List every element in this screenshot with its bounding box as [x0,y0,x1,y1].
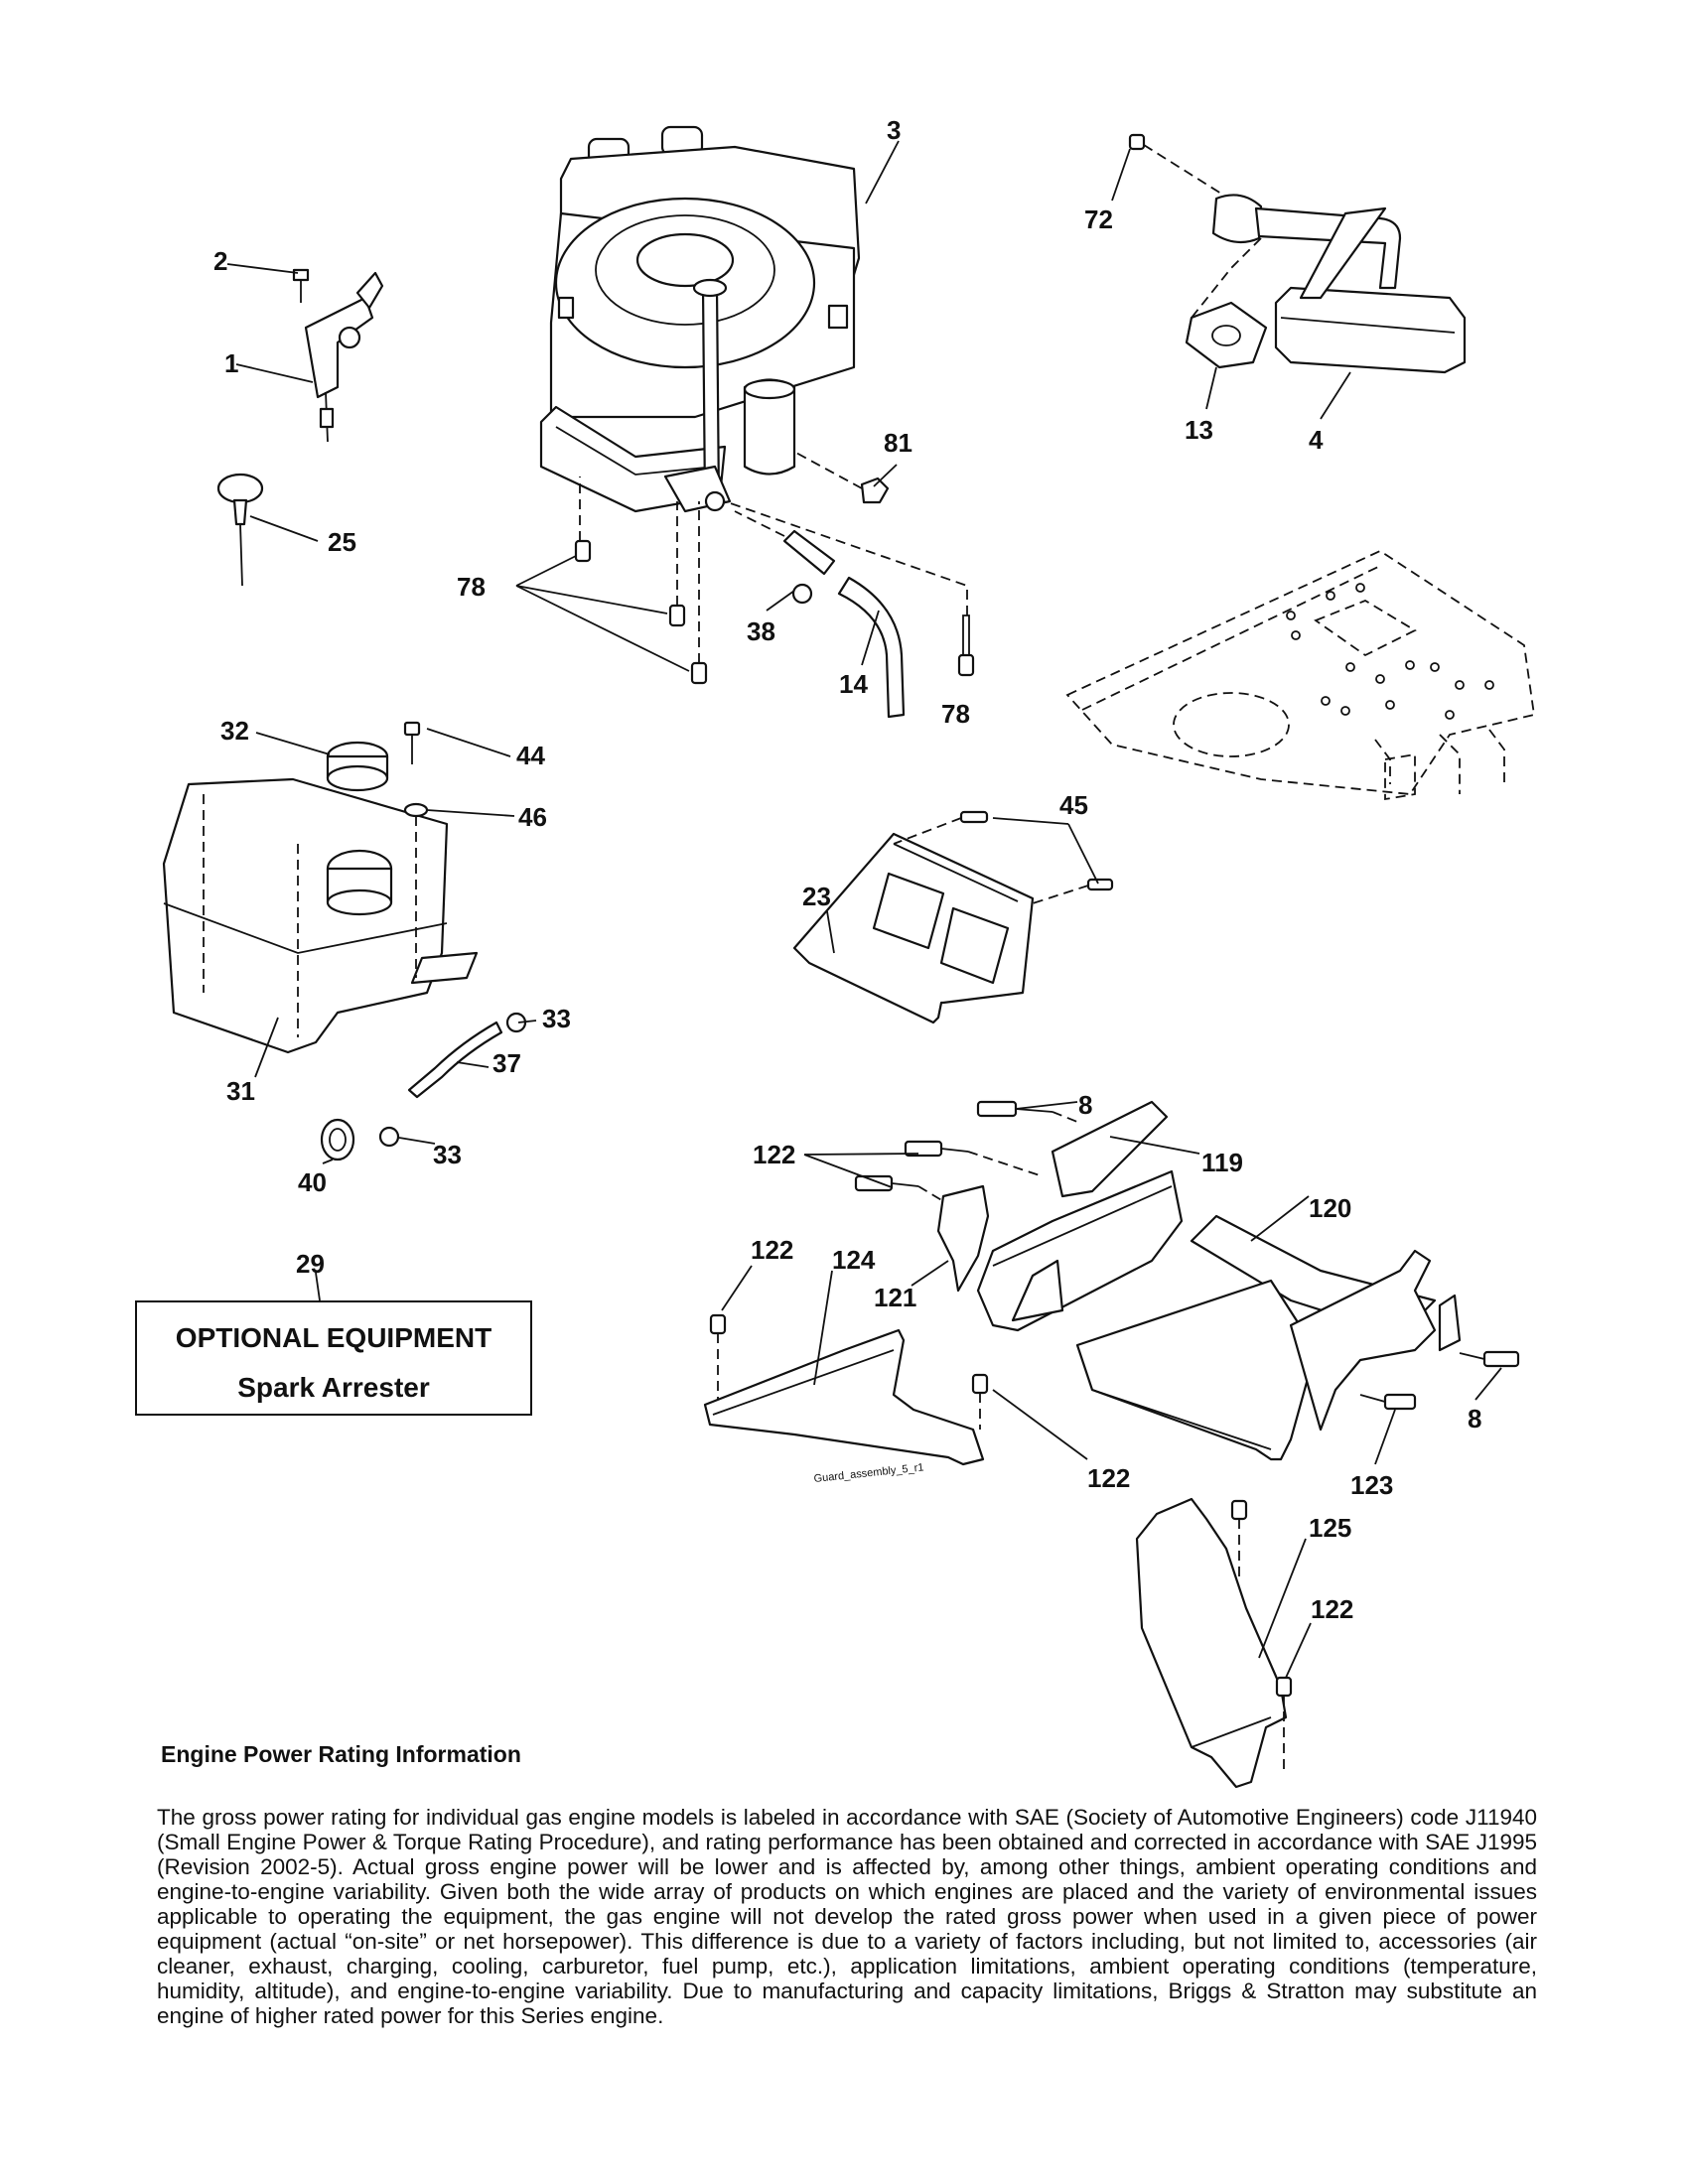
callout-119: 119 [1201,1148,1243,1177]
callout-121: 121 [874,1283,916,1312]
callout-81: 81 [884,428,912,458]
callout-13: 13 [1185,415,1213,445]
callout-23: 23 [802,882,831,911]
fuel-filter-38 [734,510,836,605]
bolts-78 [574,477,975,685]
callout-37: 37 [492,1048,521,1078]
guard-124 [703,1313,989,1466]
choke-control-1 [292,268,384,443]
guard-assembly [854,1100,1520,1461]
callout-78-a: 78 [457,572,486,602]
callout-14: 14 [839,669,868,699]
callout-72: 72 [1084,205,1113,234]
callout-8-a: 8 [1078,1090,1092,1120]
callout-40: 40 [298,1167,327,1197]
callout-123: 123 [1350,1470,1393,1500]
callout-31: 31 [226,1076,255,1106]
callout-122-c: 122 [1087,1463,1130,1493]
callout-25: 25 [328,527,356,557]
guard-125 [1135,1497,1293,1789]
guard-assembly-tag: Guard_assembly_5_r1 [813,1461,924,1485]
callout-122-d: 122 [1311,1594,1353,1624]
callout-38: 38 [747,616,775,646]
callout-4: 4 [1309,425,1324,455]
callout-125: 125 [1309,1513,1351,1543]
callout-45: 45 [1059,790,1088,820]
callout-120: 120 [1309,1193,1351,1223]
nut-81 [793,451,890,504]
callout-29: 29 [296,1249,325,1279]
plate-23 [792,810,1114,1024]
callout-2: 2 [213,246,227,276]
callout-3: 3 [887,115,901,145]
optional-equipment-box: OPTIONAL EQUIPMENT Spark Arrester [135,1300,532,1416]
optional-equipment-item: Spark Arrester [237,1372,430,1403]
muffler-4 [1128,133,1467,374]
leader-lines [226,140,1502,1679]
engine-info-body: The gross power rating for individual ga… [157,1805,1537,2028]
callout-122-a: 122 [753,1140,795,1169]
optional-equipment-title: OPTIONAL EQUIPMENT [175,1322,492,1353]
hose-14 [837,576,906,719]
engine-drawing [539,125,861,513]
callout-32: 32 [220,716,249,746]
callout-122-b: 122 [751,1235,793,1265]
callout-33-b: 33 [433,1140,462,1169]
fuel-line-37 [320,1012,527,1161]
callout-1: 1 [224,348,238,378]
engine-info-title: Engine Power Rating Information [161,1741,521,1767]
fuel-tank-31 [162,777,479,1054]
callout-44: 44 [516,741,545,770]
callout-46: 46 [518,802,547,832]
gasket-13 [1185,301,1268,369]
throttle-knob-25 [216,473,264,587]
callout-33-a: 33 [542,1004,571,1033]
callout-8-b: 8 [1468,1404,1481,1433]
chassis-frame [1065,549,1536,801]
cap-32 [326,741,389,792]
callout-78-b: 78 [941,699,970,729]
callout-124: 124 [832,1245,876,1275]
